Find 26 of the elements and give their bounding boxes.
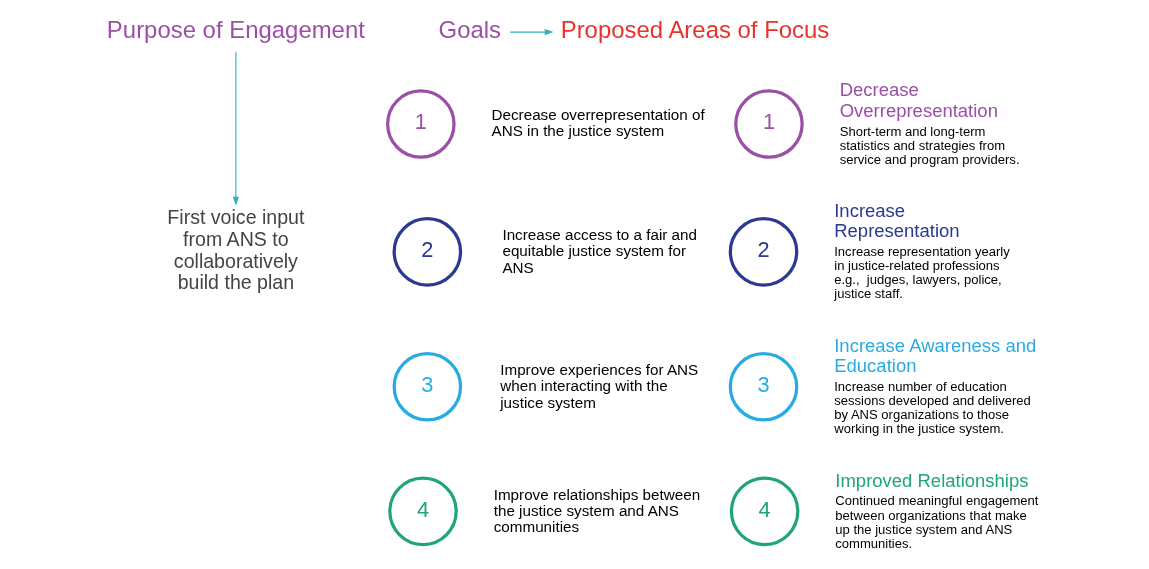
node-label: Increase representation yearly in justice-related professions e.g., judges, lawyers, police, justice staff. [834,243,1010,302]
node-label: Increase Awareness and Education [834,334,1037,377]
node-label: Increase Representation [834,199,960,242]
node-circle: 2 [392,217,463,287]
node-text: Proposed Areas of Focus [560,16,830,44]
node-label: Decrease Overrepresentation [839,79,998,122]
node-circle: 3 [728,351,799,422]
node-text: First voice input from ANS to collaboratively build the plan [167,206,305,294]
node-label: Continued meaningful engagement between organizations that make up the justice system and ANS communities. [835,493,1039,551]
node-text: Purpose of Engagement [106,16,365,44]
node-label: Increase number of education sessions developed and delivered by ANS organizations to those working in the justice system. [834,378,1031,437]
arrow [232,51,239,206]
node-circle: 1 [734,89,804,159]
arrow [509,29,554,36]
node-label: Increase access to a fair and equitable justice system for ANS [502,226,697,276]
node-text: Goals [438,16,502,44]
node-circle: 2 [728,217,799,287]
node-circle: 3 [392,351,463,422]
node-circle: 4 [729,476,800,547]
node-label: Improve relationships between the justice system and ANS communities [493,485,701,536]
node-circle: 1 [386,89,456,159]
node-label: Improved Relationships [835,469,1029,491]
node-label: Improve experiences for ANS when interacting with the justice system [500,361,699,411]
node-circle: 4 [388,476,458,547]
node-label: Decrease overrepresentation of ANS in the justice system [491,105,705,140]
node-label: Short-term and long-term statistics and strategies from service and program providers. [839,123,1020,167]
